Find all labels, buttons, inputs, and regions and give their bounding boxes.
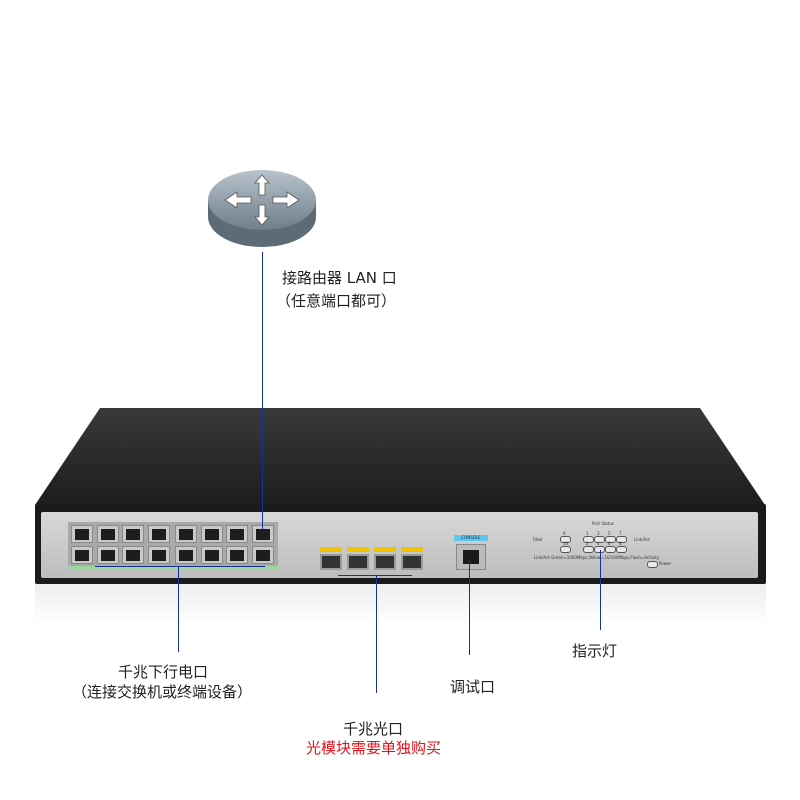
- rj45-port[interactable]: [122, 546, 144, 564]
- router-label-line1: 接路由器 LAN 口: [282, 269, 397, 287]
- sfp-callout-line: [376, 575, 377, 693]
- sfp-port[interactable]: [401, 554, 423, 570]
- router-callout-line: [262, 252, 263, 530]
- rj45-port[interactable]: [251, 546, 274, 564]
- switch-top-cover: [35, 408, 765, 505]
- status-led: [560, 536, 571, 543]
- rj45-label-line1: 千兆下行电口: [118, 663, 209, 681]
- rj45-bracket: [95, 566, 265, 567]
- rj45-port[interactable]: [175, 525, 197, 543]
- status-led: [594, 546, 605, 553]
- rj45-port[interactable]: [71, 546, 93, 564]
- status-led: [605, 546, 616, 553]
- status-led: [616, 536, 627, 543]
- rj45-port[interactable]: [175, 546, 197, 564]
- link-act-text: Link/Act: [634, 537, 650, 542]
- rj45-port[interactable]: [147, 525, 170, 543]
- sfp-port[interactable]: [320, 554, 342, 570]
- fiber-text: Fiber: [533, 537, 543, 542]
- power-led: [647, 561, 658, 568]
- indicator-callout-line: [600, 550, 601, 630]
- led-number: 10: [563, 541, 569, 546]
- rj45-port[interactable]: [96, 525, 119, 543]
- sfp-tab: [401, 547, 423, 552]
- status-led: [594, 536, 605, 543]
- led-number: 1: [586, 531, 589, 536]
- led-number: 5: [608, 531, 611, 536]
- led-number: 3: [597, 531, 600, 536]
- router-icon: [208, 170, 316, 247]
- router-label-line2: （任意端口都可）: [276, 292, 397, 310]
- rj45-port[interactable]: [226, 546, 248, 564]
- sfp-port[interactable]: [374, 554, 396, 570]
- sfp-tab: [374, 547, 396, 552]
- rj45-port[interactable]: [226, 525, 248, 543]
- status-led: [560, 546, 571, 553]
- rj45-port[interactable]: [200, 546, 223, 564]
- rj45-port[interactable]: [122, 525, 144, 543]
- sfp-label-line1: 千兆光口: [343, 720, 404, 738]
- status-led: [583, 546, 594, 553]
- sfp-tab: [347, 547, 369, 552]
- rj45-port[interactable]: [96, 546, 119, 564]
- led-number: 8: [619, 541, 622, 546]
- sfp-bracket: [338, 575, 412, 576]
- rj45-port[interactable]: [200, 525, 223, 543]
- console-label: 调试口: [450, 678, 496, 696]
- rj45-port[interactable]: [147, 546, 170, 564]
- sfp-label-note: 光模块需要单独购买: [306, 739, 442, 757]
- sfp-port[interactable]: [347, 554, 369, 570]
- console-tag: CONSOLE: [454, 535, 488, 541]
- legend-text: Link/Act Green=1000Mbps,Yellow=10/100Mbp…: [534, 555, 660, 560]
- rj45-label-line2: （连接交换机或终端设备）: [72, 683, 253, 701]
- rj45-port[interactable]: [71, 525, 93, 543]
- sfp-tab: [320, 547, 342, 552]
- led-number: 2: [586, 541, 589, 546]
- port-status-text: Port Status: [592, 521, 614, 526]
- status-led: [616, 546, 627, 553]
- console-callout-line: [469, 560, 470, 655]
- status-led: [605, 536, 616, 543]
- led-number: 9: [563, 531, 566, 536]
- led-number: 7: [619, 531, 622, 536]
- switch-reflection: [35, 584, 766, 624]
- indicator-label: 指示灯: [572, 642, 618, 660]
- led-number: 4: [597, 541, 600, 546]
- rj45-green-strip: [68, 566, 278, 570]
- console-port[interactable]: [456, 544, 486, 570]
- status-led: [583, 536, 594, 543]
- led-number: 6: [608, 541, 611, 546]
- rj45-callout-line: [178, 566, 179, 652]
- power-text: Power: [659, 561, 672, 566]
